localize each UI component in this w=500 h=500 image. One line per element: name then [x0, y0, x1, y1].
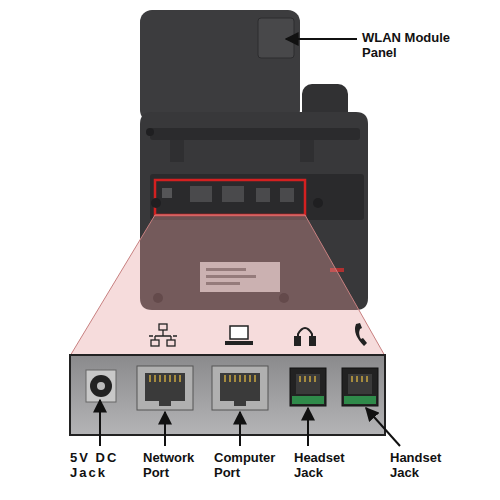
- network-port-part: [150, 375, 180, 382]
- network-icon-part: [149, 330, 177, 340]
- dc-jack-pin: [97, 382, 105, 390]
- computer-port: [212, 366, 268, 410]
- port: [190, 186, 212, 202]
- dc-jack: [90, 375, 112, 397]
- computer-icon: [225, 326, 253, 345]
- network-icon-part: [151, 340, 159, 346]
- screw: [146, 128, 154, 136]
- stand-clip: [300, 140, 314, 162]
- leader-arrow: [366, 408, 400, 446]
- network-port: [137, 366, 193, 410]
- port-recess: [150, 174, 364, 220]
- leader-arrow: [307, 408, 309, 446]
- network-icon-part: [167, 340, 175, 346]
- network-port-part: [159, 401, 171, 406]
- handset-jack-part: [342, 368, 378, 406]
- headset-jack-part: [300, 376, 315, 382]
- port: [162, 188, 172, 198]
- callout-label: Headset Jack: [294, 450, 358, 480]
- port-icons: [149, 323, 367, 346]
- computer-port-part: [225, 375, 255, 382]
- handset-jack-part: [344, 396, 376, 404]
- leader-arrow: [99, 400, 101, 446]
- computer-port-part: [212, 366, 268, 410]
- headset-jack-part: [296, 374, 320, 394]
- handset-jack-part: [348, 374, 372, 394]
- port: [256, 188, 270, 202]
- callout-label: 5V DC Jack: [70, 450, 128, 480]
- headset-jack-part: [290, 368, 326, 406]
- zoom-cone: [70, 215, 385, 356]
- headset-icon-part: [295, 337, 300, 345]
- headset-icon: [295, 328, 315, 345]
- closeup-frame: [70, 355, 385, 435]
- callout-label: Computer Port: [214, 450, 288, 480]
- network-port-part: [145, 373, 185, 401]
- leader-arrow: [286, 38, 357, 40]
- headset-jack-part: [292, 396, 324, 404]
- handset-icon-part: [355, 323, 367, 346]
- port-closeup: [70, 355, 385, 435]
- screw: [313, 198, 323, 208]
- headset-icon-part: [310, 337, 315, 345]
- handset-jack: [342, 368, 378, 406]
- handset-icon: [355, 323, 367, 346]
- highlight-box: [155, 180, 305, 215]
- upper-housing: [140, 10, 300, 122]
- hinge-strip: [150, 128, 360, 140]
- port: [222, 186, 244, 202]
- headset-jack: [290, 368, 326, 406]
- computer-icon-part: [225, 341, 253, 345]
- screw: [151, 198, 161, 208]
- network-icon: [149, 324, 177, 346]
- computer-port-part: [234, 401, 246, 406]
- callout-label: WLAN Module Panel: [362, 30, 462, 60]
- leader-arrow: [239, 412, 241, 446]
- network-icon-part: [159, 324, 167, 330]
- callout-label: Network Port: [143, 450, 205, 480]
- computer-icon-part: [230, 326, 248, 339]
- dc-jack-surround: [86, 370, 116, 402]
- callout-label: Handset Jack: [390, 450, 454, 480]
- network-port-part: [137, 366, 193, 410]
- leader-arrows: [100, 39, 400, 446]
- handset-jack-part: [352, 376, 367, 382]
- stand-clip: [170, 140, 184, 162]
- port: [280, 188, 294, 202]
- leader-arrow: [164, 412, 166, 446]
- computer-port-part: [220, 373, 260, 401]
